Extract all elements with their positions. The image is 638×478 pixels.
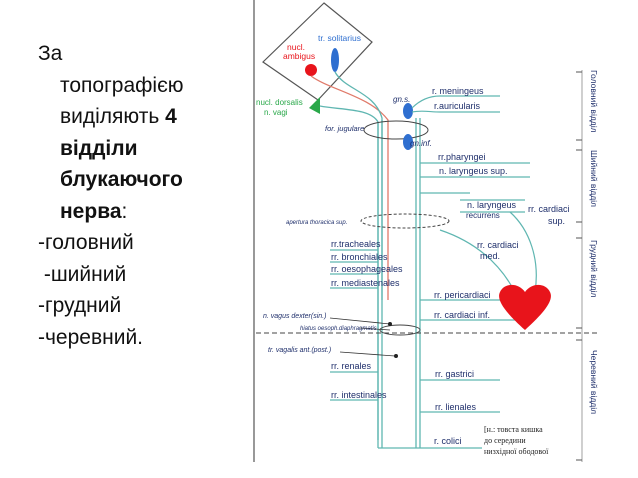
label-jugulare: for. jugulare	[325, 124, 364, 133]
label-intestinales: rr. intestinales	[331, 390, 387, 400]
section-brackets	[576, 71, 582, 461]
label-auricularis: r.auricularis	[434, 101, 481, 111]
slide-text: За топографією виділяють 4 відділи блука…	[38, 38, 248, 353]
label-colici: r. colici	[434, 436, 462, 446]
label-dorsalis-1: nucl. dorsalis	[256, 98, 303, 107]
label-ambigus-1: nucl.	[287, 42, 305, 52]
label-vagalis-ant: tr. vagalis ant.(post.)	[268, 347, 331, 354]
intro-line-3: виділяють 4	[38, 101, 248, 133]
branch-laryngeus-rec	[420, 192, 525, 213]
pointer-hiatus	[359, 327, 391, 331]
ganglion-inferior	[403, 134, 413, 150]
bracket-head	[576, 71, 582, 141]
bracket-abdomen	[576, 339, 582, 461]
ganglion-superior	[403, 103, 413, 119]
nerve-fibers-head	[310, 71, 389, 440]
intro-line-5: блукаючого	[38, 164, 248, 196]
side-label-chest: Грудний відділ	[589, 240, 599, 297]
intro-line-2: топографією	[60, 73, 184, 97]
label-gastrici: rr. gastrici	[435, 369, 474, 379]
label-tracheales: rr.tracheales	[331, 239, 381, 249]
side-label-abdomen: Черевний відділ	[589, 350, 599, 414]
label-laryngeus-rec-2: recurrens	[466, 211, 500, 220]
branch-auricularis	[411, 110, 500, 113]
label-gn-inf: gn.inf.	[410, 139, 432, 148]
label-cardiaci-med-2: med.	[480, 251, 500, 261]
label-oesophageales: rr. oesophageales	[331, 264, 403, 274]
fiber-blue	[334, 71, 383, 300]
label-cardiaci-sup-2: sup.	[548, 216, 565, 226]
list-item-abdomen: -черевний.	[38, 325, 144, 349]
bracket-chest	[576, 237, 582, 329]
label-renales: rr. renales	[331, 361, 372, 371]
intro-bold-1: відділи	[60, 136, 138, 160]
label-meningeus: r. meningeus	[432, 86, 484, 96]
label-pharyngei: rr.pharyngei	[438, 152, 486, 162]
branch-meningeus	[411, 95, 500, 109]
nucleus-ambiguus	[305, 64, 317, 76]
label-cardiaci-med-1: rr. cardiaci	[477, 240, 519, 250]
note-line-2: до середини	[484, 436, 526, 445]
chest-branches	[330, 249, 520, 321]
intro-number: 4	[165, 105, 177, 128]
pointer-vagus-dexter	[329, 317, 391, 325]
intro-colon: :	[121, 199, 128, 223]
trunk-node-2	[394, 354, 398, 358]
jugular-foramen	[363, 120, 429, 140]
intro-word: виділяють	[60, 105, 160, 128]
trunk-node-1	[388, 322, 392, 326]
side-label-head: Головний відділ	[589, 70, 599, 133]
abdomen-branches	[330, 371, 500, 449]
nucleus-solitarius	[331, 48, 339, 72]
list-item-chest: -грудний	[38, 294, 122, 317]
intro-bold-3: нерва	[60, 199, 122, 223]
label-cardiaci-sup-1: rr. cardiaci	[528, 204, 570, 214]
branch-cardiaci-sup	[509, 211, 537, 293]
label-gn-sup: gn.s.	[393, 95, 410, 104]
thoracic-aperture	[360, 213, 450, 229]
nucleus-dorsalis	[309, 97, 320, 114]
vagus-trunk	[377, 118, 421, 448]
intro-line-4: відділи	[38, 133, 248, 165]
label-pericardiaci: rr. pericardiaci	[434, 290, 491, 300]
label-dorsalis-2: n. vagi	[264, 108, 288, 117]
hiatus-ellipse	[379, 324, 421, 336]
note-line-1: [н.: товста кишка	[484, 425, 543, 434]
label-bronchiales: rr. bronchiales	[331, 252, 388, 262]
head-branches	[411, 95, 500, 113]
intro-line-1: За	[38, 42, 63, 65]
label-lienales: rr. lienales	[435, 402, 477, 412]
neck-branches	[420, 162, 537, 299]
heart-shape	[499, 284, 551, 330]
pointer-vagalis	[339, 351, 396, 357]
fiber-red	[310, 75, 389, 300]
brainstem-diamond	[262, 2, 373, 101]
label-laryngeus-rec-1: n. laryngeus	[467, 200, 517, 210]
list-item-neck: -шийний	[38, 262, 127, 286]
label-ambigus-2: ambigus	[283, 51, 315, 61]
trunk-pointers	[329, 317, 396, 357]
note-line-3: низхідної ободової	[484, 447, 549, 456]
label-vagus-dexter: n. vagus dexter(sin.)	[263, 313, 326, 320]
fiber-green	[319, 105, 379, 440]
label-solitarius: tr. solitarius	[318, 33, 361, 43]
intro-line-6: нерва:	[38, 196, 248, 228]
bracket-neck	[576, 149, 582, 223]
label-apertura: apertura thoracica sup.	[286, 220, 347, 226]
label-laryngeus-sup: n. laryngeus sup.	[439, 166, 508, 176]
label-mediastenales: rr. mediastenales	[331, 278, 400, 288]
list-item-head: -головний	[38, 231, 134, 254]
side-label-neck: Шийний відділ	[589, 150, 599, 207]
intro-bold-2: блукаючого	[60, 168, 183, 191]
label-cardiaci-inf: rr. cardiaci inf.	[434, 310, 490, 320]
label-hiatus: hiatus oesoph.diaphragmatis	[300, 326, 377, 332]
